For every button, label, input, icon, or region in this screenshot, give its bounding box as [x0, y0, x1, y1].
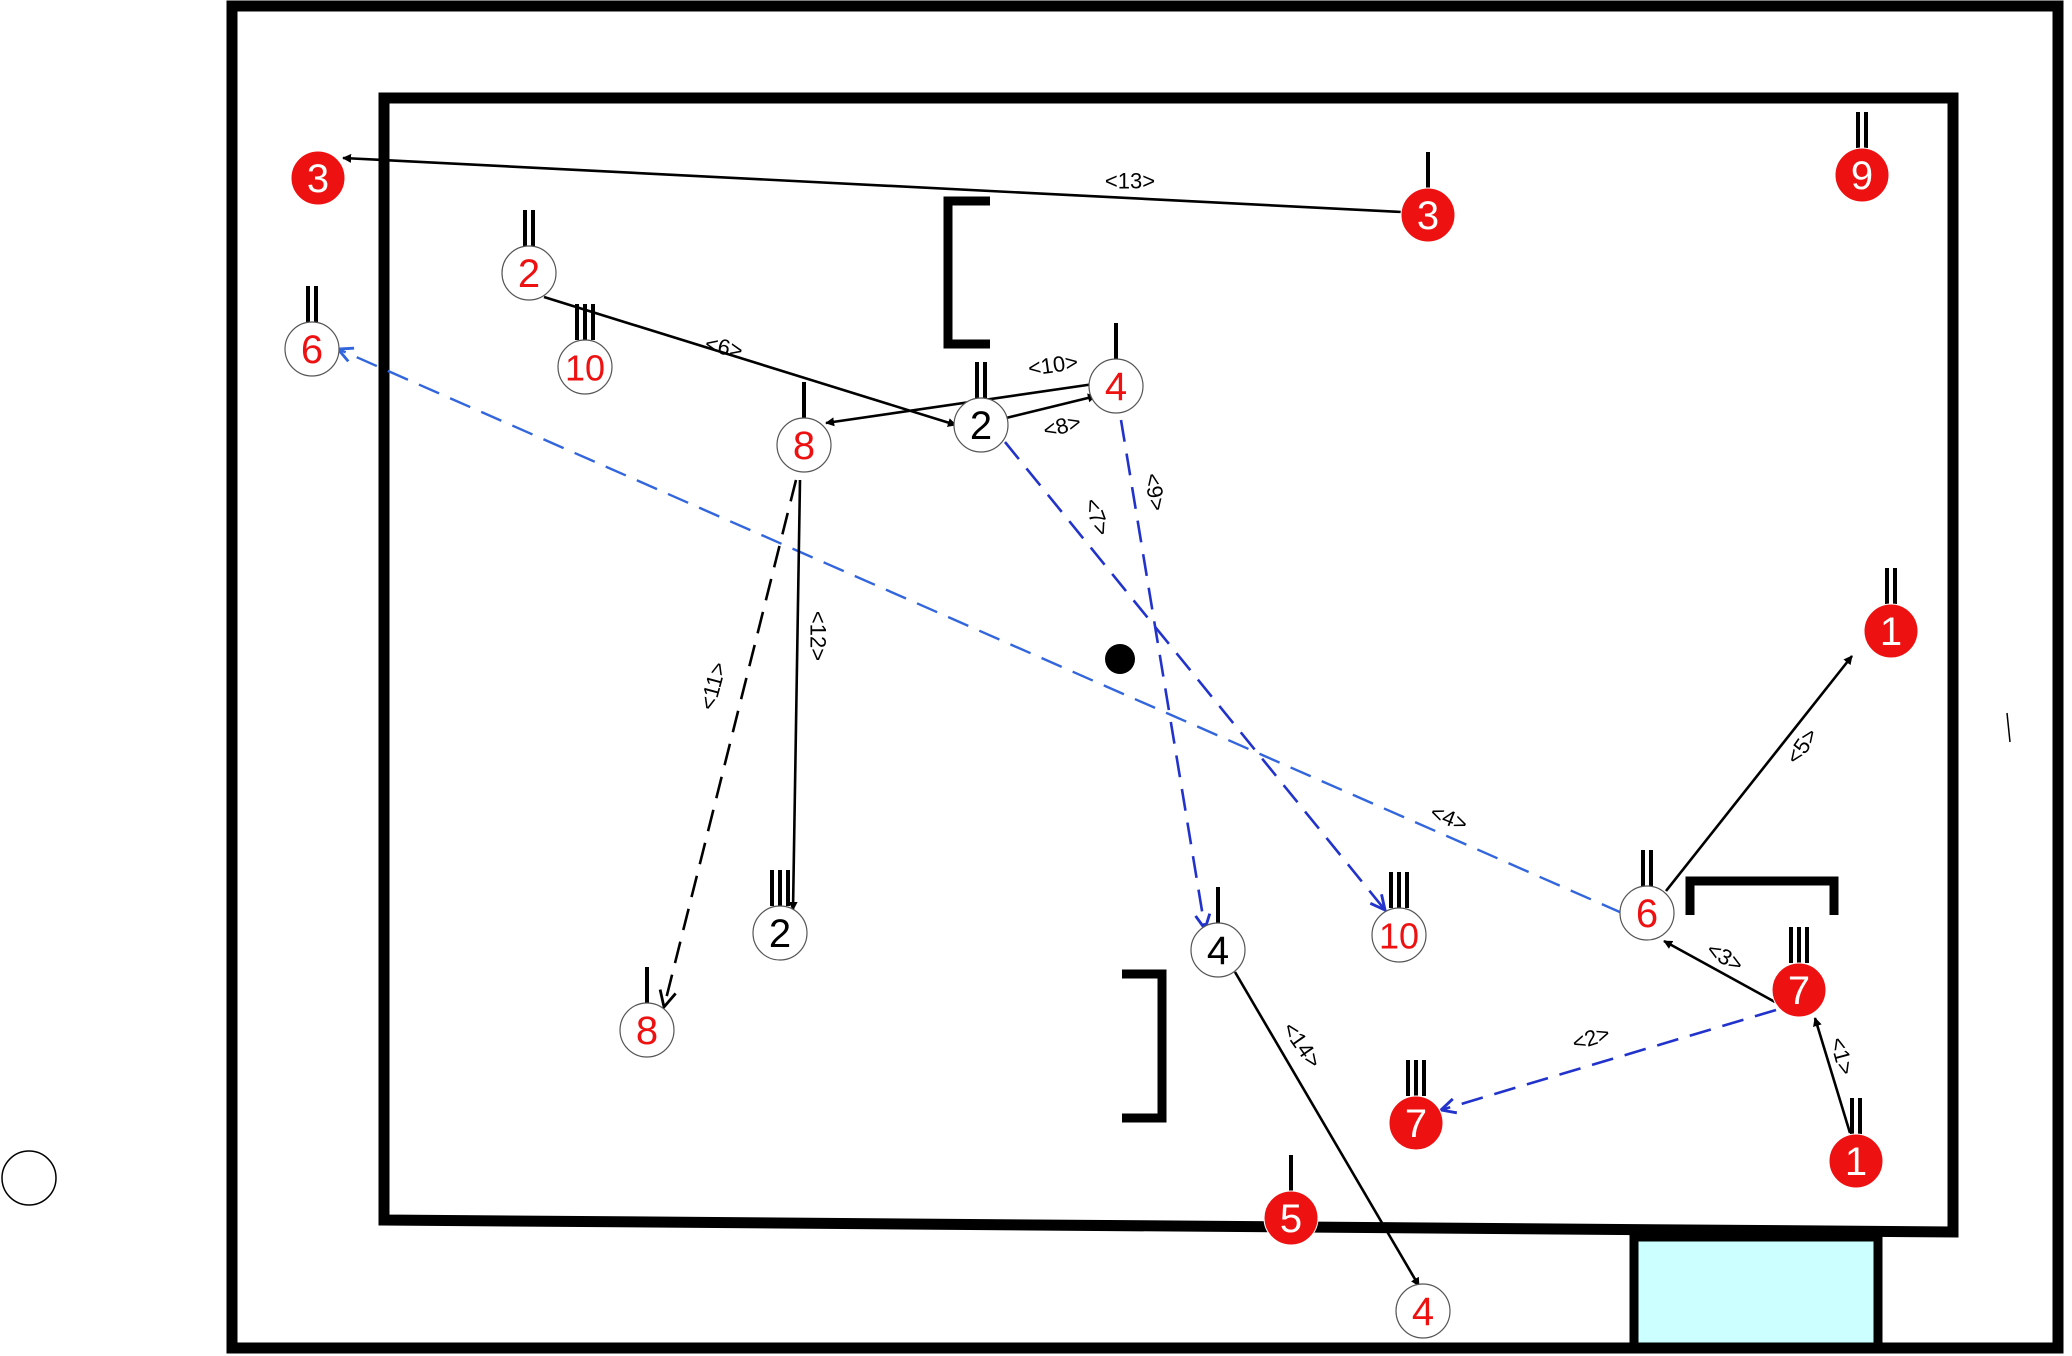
player-circle [1388, 1095, 1444, 1151]
player-marker: 7 [1771, 927, 1827, 1018]
player-number: 4 [1105, 365, 1127, 409]
spare-cone [1, 1150, 57, 1206]
inner-boundary [378, 92, 1959, 1238]
arrow-5 [1664, 655, 1854, 892]
player-marker: 2 [953, 362, 1009, 453]
ball [1105, 644, 1135, 674]
player-marker: 4 [1088, 323, 1144, 414]
arrow-8 [1005, 393, 1097, 420]
player-number: 3 [1417, 194, 1439, 238]
player-number: 2 [769, 912, 791, 956]
player-number: 5 [1280, 1197, 1302, 1241]
players-layer: 3 3 9 2 6 10 4 2 8 1 2 4 10 6 7 8 7 1 5 4 [284, 112, 1919, 1339]
player-number: 4 [1207, 929, 1229, 973]
player-circle [1400, 187, 1456, 243]
arrows-layer: <1><2><3><4><5><6><7><8><9><10><11><12><… [338, 153, 1859, 1287]
goal-area [1629, 1232, 1883, 1352]
arrow-3 [1663, 939, 1776, 1004]
arrow-label: <11> [695, 659, 732, 712]
player-marker: 10 [1371, 872, 1427, 963]
player-circle [557, 339, 613, 395]
player-marker: 4 [1190, 887, 1246, 978]
arrow-label: <14> [1277, 1017, 1326, 1072]
player-circle [752, 905, 808, 961]
player-marker: 7 [1388, 1060, 1444, 1151]
player-circle [290, 150, 346, 206]
player-circle [1088, 358, 1144, 414]
player-marker: 4 [1395, 1283, 1451, 1339]
player-number: 6 [1636, 892, 1658, 936]
player-circle [1190, 922, 1246, 978]
arrow-4 [338, 349, 1623, 915]
arrow-label: <13> [1105, 169, 1155, 194]
arrow-label: <5> [1781, 723, 1823, 768]
arrow-label: <8> [1040, 409, 1083, 443]
arrow-label: <12> [806, 611, 831, 661]
player-number: 10 [1379, 916, 1419, 957]
player-circle [1395, 1283, 1451, 1339]
player-number: 6 [301, 328, 323, 372]
player-marker: 8 [619, 967, 675, 1058]
arrow-label: <7> [1079, 495, 1115, 539]
arrow-12 [788, 479, 802, 911]
arrow-1 [1813, 1017, 1852, 1134]
player-marker: 8 [776, 382, 832, 473]
arrow-label: <10> [1026, 349, 1079, 381]
player-circle [501, 245, 557, 301]
player-circle [1771, 962, 1827, 1018]
outer-boundary [226, 0, 2064, 1354]
player-circle [284, 321, 340, 377]
player-number: 9 [1851, 154, 1873, 198]
mini-goal-right [1685, 876, 1839, 915]
player-number: 7 [1788, 969, 1810, 1013]
player-marker: 9 [1834, 112, 1890, 203]
arrow-label: <2> [1569, 1020, 1613, 1055]
arrow-7 [1003, 441, 1385, 910]
player-circle [1828, 1133, 1884, 1189]
player-number: 2 [970, 404, 992, 448]
player-circle [953, 397, 1009, 453]
player-circle [776, 417, 832, 473]
player-marker: 1 [1828, 1098, 1884, 1189]
player-marker: 10 [557, 304, 613, 395]
player-circle [619, 1002, 675, 1058]
player-marker: 3 [1400, 152, 1456, 243]
player-marker: 6 [1619, 850, 1675, 941]
player-number: 10 [565, 348, 605, 389]
player-marker: 1 [1863, 568, 1919, 659]
small-marker [2006, 712, 2011, 743]
player-circle [1834, 147, 1890, 203]
arrow-11 [664, 479, 798, 1007]
player-circle [1619, 885, 1675, 941]
arrow-10 [825, 382, 1095, 427]
player-number: 8 [636, 1009, 658, 1053]
player-marker: 2 [752, 870, 808, 961]
arrow-9 [1119, 419, 1205, 929]
arrow-2 [1441, 1008, 1777, 1110]
player-circle [1863, 603, 1919, 659]
arrow-14 [1233, 971, 1421, 1287]
player-circle [1263, 1190, 1319, 1246]
player-number: 7 [1405, 1102, 1427, 1146]
player-number: 4 [1412, 1290, 1434, 1334]
player-number: 1 [1845, 1140, 1867, 1184]
arrow-6 [543, 295, 957, 427]
player-marker: 5 [1263, 1155, 1319, 1246]
mini-goal-top [943, 196, 990, 349]
player-number: 3 [307, 157, 329, 201]
player-marker: 6 [284, 286, 340, 377]
player-number: 2 [518, 252, 540, 296]
arrow-label: <3> [1702, 937, 1747, 978]
player-circle [1371, 907, 1427, 963]
arrow-13 [342, 153, 1403, 214]
mini-goal-bottom [1122, 969, 1167, 1123]
player-number: 8 [793, 424, 815, 468]
arrow-label: <9> [1139, 471, 1170, 513]
player-marker: 2 [501, 210, 557, 301]
player-marker: 3 [290, 150, 346, 206]
arrow-label: <6> [703, 331, 745, 363]
player-number: 1 [1880, 610, 1902, 654]
